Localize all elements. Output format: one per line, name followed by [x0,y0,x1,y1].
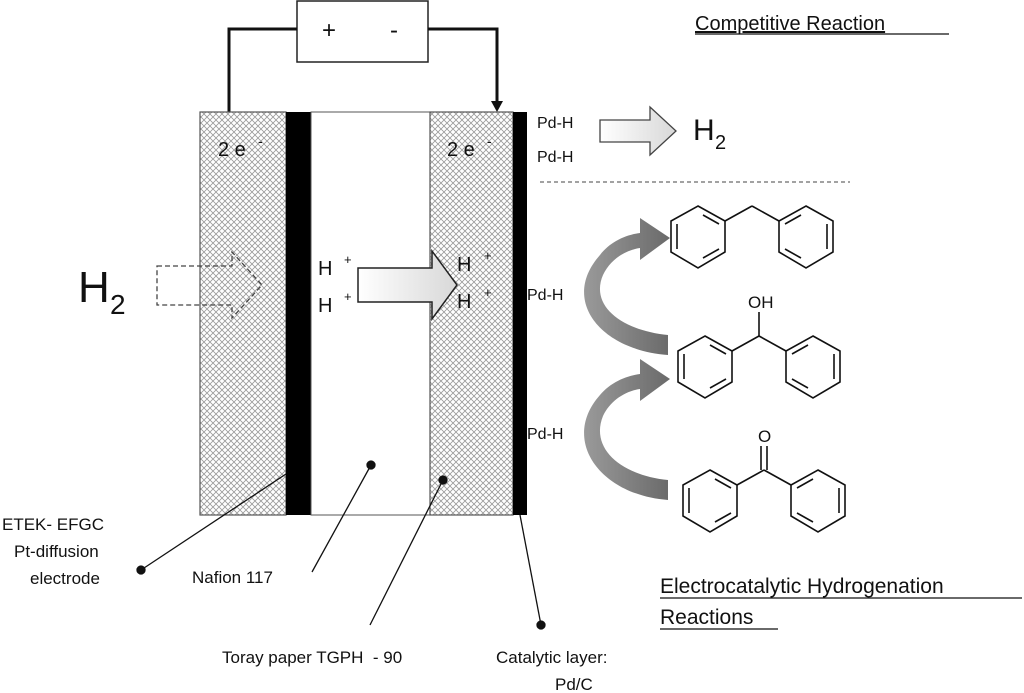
power-supply: + - [227,0,503,112]
callout-etek-line2: Pt-diffusion [14,542,99,561]
callout-etek-line1: ETEK- EFGC [2,515,104,534]
cathode-electrons-label: 2 e [447,139,475,161]
proton-left-2-sup: + [344,289,352,304]
wire-right [428,27,499,104]
competitive-reaction-title: Competitive Reaction [695,13,885,35]
cathode-electrons-sup: - [487,133,492,149]
hydrogenation-pdh-upper: Pd-H [527,287,563,304]
h2-feed-label: H [78,263,110,312]
anode-electrons-label: 2 e [218,139,246,161]
proton-left-2: H [318,295,332,317]
competitive-pdh-bottom: Pd-H [537,149,573,166]
competitive-h2-product: H [693,114,715,147]
diphenylmethanol-structure [677,312,841,399]
wire-right-arrowhead [491,101,503,112]
cathode-catalytic-layer [513,112,527,515]
proton-right-2-sup: + [484,285,492,300]
competitive-arrow [599,105,677,157]
anode-catalyst-layer [286,112,311,515]
anode-diffusion-electrode [199,111,287,516]
battery-minus: - [390,17,398,44]
callout-nafion: Nafion 117 [192,568,273,587]
cell-stack [199,111,527,516]
proton-right-1: H [457,254,471,276]
callout-catalytic-line2: Pd/C [555,675,593,693]
diphenylmethane-structure [670,205,834,269]
h2-feed-arrow [156,250,263,320]
proton-transport-arrow [357,248,458,322]
callout-leaders [136,460,546,630]
electrocatalytic-title-line1: Electrocatalytic Hydrogenation [660,575,944,598]
electrocatalytic-title-line2: Reactions [660,606,753,629]
callout-etek-line3: electrode [30,569,100,588]
h2-feed-subscript: 2 [110,289,126,320]
callout-toray: Toray paper TGPH - 90 [222,648,402,667]
proton-right-1-sup: + [484,248,492,263]
anode-electrons-sup: - [258,133,263,149]
wire-left [227,27,297,112]
battery-plus: + [322,17,336,44]
curved-arrow-upper [584,218,670,355]
o-label: O [758,427,771,446]
proton-right-2: H [457,291,471,313]
callout-catalytic-line1: Catalytic layer: [496,648,607,667]
toray-paper-cathode [429,111,514,516]
competitive-pdh-top: Pd-H [537,115,573,132]
oh-label: OH [748,293,774,312]
benzophenone-structure [682,446,846,533]
nafion-membrane [310,111,431,516]
battery-box [296,0,429,63]
proton-left-1: H [318,258,332,280]
hydrogenation-pdh-lower: Pd-H [527,426,563,443]
competitive-h2-subscript: 2 [715,132,726,154]
proton-left-1-sup: + [344,252,352,267]
curved-arrow-lower [584,359,670,500]
